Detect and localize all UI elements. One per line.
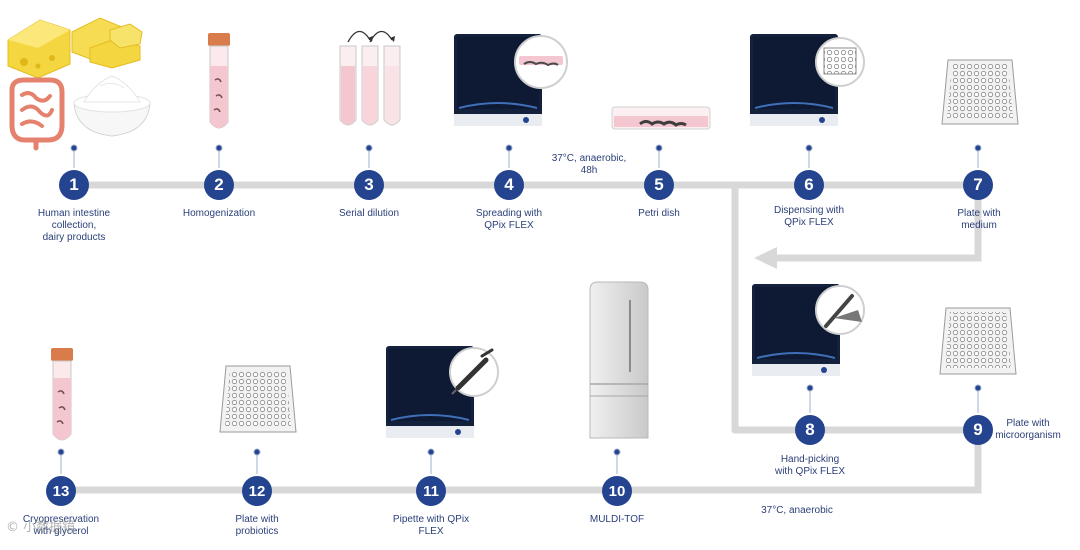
- plate-zoom-icon: [815, 37, 865, 87]
- intestine-icon: [9, 77, 65, 151]
- pin-dot-3: [365, 144, 373, 152]
- return-arrow-line: [771, 181, 982, 262]
- dilution-tubes-icon: [339, 30, 401, 126]
- return-arrow-head: [754, 247, 777, 269]
- pin-dot-1: [70, 144, 78, 152]
- pin-dot-5: [655, 144, 663, 152]
- step-node-5: 5: [644, 170, 674, 200]
- step-node-7: 7: [963, 170, 993, 200]
- bottom-row-line: [58, 426, 982, 494]
- pin-dot-7: [974, 144, 982, 152]
- step-label-2: Homogenization: [182, 208, 256, 219]
- step-node-11: 11: [416, 476, 446, 506]
- pins: [57, 144, 982, 474]
- step-node-3: 3: [354, 170, 384, 200]
- tube-icon: [51, 348, 73, 441]
- petri-dish-icon: [611, 106, 711, 130]
- pin-dot-13: [57, 448, 65, 456]
- step-node-12: 12: [242, 476, 272, 506]
- pipette-icon: [449, 347, 499, 397]
- cheese-icon: [7, 17, 143, 79]
- step-label-10: MULDI-TOF: [589, 514, 645, 525]
- petri-zoom-icon: [514, 35, 568, 89]
- condition-bottom: 37°C, anaerobic: [761, 505, 833, 516]
- pin-dot-8: [806, 384, 814, 392]
- yogurt-icon: [73, 75, 151, 137]
- tube-icon: [208, 33, 230, 129]
- step-node-1: 1: [59, 170, 89, 200]
- step-node-4: 4: [494, 170, 524, 200]
- step-node-10: 10: [602, 476, 632, 506]
- pin-dot-12: [253, 448, 261, 456]
- pin-dot-2: [215, 144, 223, 152]
- watermark: © 小数据镜: [6, 520, 76, 535]
- step-label-3: Serial dilution: [338, 208, 400, 219]
- pin-dot-11: [427, 448, 435, 456]
- pin-dot-6: [805, 144, 813, 152]
- maldi-tof-icon: [589, 281, 649, 439]
- pin-dot-4: [505, 144, 513, 152]
- well-plate-icon: [219, 365, 297, 433]
- step-node-2: 2: [204, 170, 234, 200]
- step-node-8: 8: [795, 415, 825, 445]
- pin-dot-9: [974, 384, 982, 392]
- step-node-13: 13: [46, 476, 76, 506]
- step-node-9: 9: [963, 415, 993, 445]
- well-plate-icon: [939, 307, 1017, 375]
- step-node-6: 6: [794, 170, 824, 200]
- step-label-5: Petri dish: [638, 208, 680, 219]
- condition-top: 37°C, anaerobic,48h: [551, 153, 627, 176]
- gripper-icon: [815, 285, 865, 335]
- well-plate-icon: [941, 59, 1019, 125]
- pin-dot-10: [613, 448, 621, 456]
